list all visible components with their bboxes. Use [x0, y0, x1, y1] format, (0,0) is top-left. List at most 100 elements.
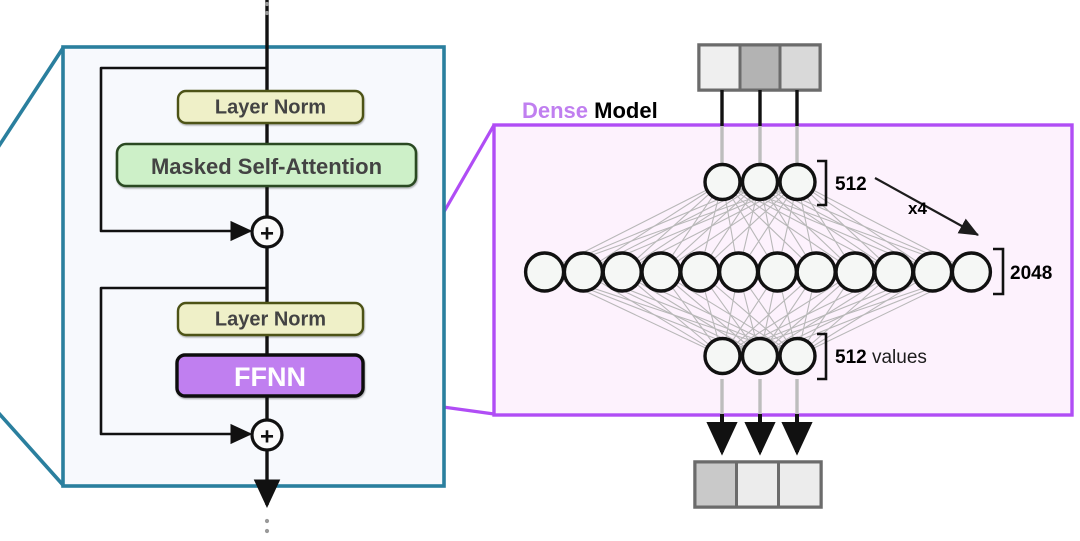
- ffnn-box[interactable]: [175, 353, 365, 398]
- teal-zoom-connectors: [0, 47, 65, 487]
- residual-add-1-circle[interactable]: [250, 215, 284, 249]
- dense-edge: [600, 188, 782, 266]
- output-token-strip: [693, 460, 823, 509]
- output-neuron: [778, 336, 817, 376]
- dense-edge: [638, 189, 783, 264]
- bracket-512-bottom-shape: [817, 332, 828, 381]
- size-label-values-suffix: values: [867, 347, 927, 368]
- hidden-neuron: [640, 251, 682, 293]
- layer-norm-2[interactable]: [176, 301, 365, 337]
- dense-edge: [748, 196, 789, 257]
- dense-edge: [725, 290, 736, 339]
- masked-self-attention[interactable]: [115, 142, 418, 188]
- expansion-arrow: [874, 177, 979, 236]
- input-leads: [720, 90, 799, 165]
- bracket-512-top-shape: [817, 159, 828, 207]
- dense-edge: [731, 287, 768, 342]
- dense-edge: [561, 188, 745, 266]
- teal-zoom-line-bottom: [0, 411, 65, 487]
- output-neuron: [703, 336, 742, 376]
- expansion-label: x4: [908, 199, 927, 218]
- layer-norm-1-box[interactable]: [176, 89, 365, 125]
- dense-edge: [671, 287, 713, 343]
- size-bracket-512-bottom: [817, 332, 828, 381]
- output-cell-2: [736, 463, 779, 506]
- dense-edge: [736, 281, 840, 348]
- hidden-neuron: [911, 251, 954, 293]
- size-bracket-512-top: [817, 159, 828, 207]
- input-neuron: [778, 162, 817, 202]
- output-cell-3: [778, 463, 820, 506]
- output-cell-1: [696, 463, 737, 506]
- masked-self-attention-box[interactable]: [115, 142, 418, 188]
- size-label-2048: 2048: [1010, 263, 1052, 284]
- layer-norm-1[interactable]: [176, 89, 365, 125]
- layer-norm-2-label: Layer Norm: [215, 309, 326, 331]
- hidden-neuron: [717, 251, 760, 293]
- residual-skip-path-1: [99, 66, 267, 242]
- hidden-layer: [523, 251, 993, 293]
- ellipsis-dot: [264, 528, 270, 534]
- dense-edge: [735, 284, 803, 345]
- ffnn[interactable]: [175, 353, 365, 398]
- size-label-512-top: 512: [835, 174, 867, 195]
- dense-model-title: Dense Model: [522, 98, 658, 123]
- size-bracket-2048: [993, 247, 1005, 296]
- dense-edge: [738, 277, 954, 351]
- layer-norm-2-box[interactable]: [176, 301, 365, 337]
- dense-model-title-plain: Model: [588, 98, 658, 123]
- layer-norm-1-label: Layer Norm: [215, 97, 326, 119]
- dense-edge: [806, 196, 846, 257]
- residual-add-2-symbol: +: [260, 424, 274, 451]
- dense-edge: [599, 281, 708, 348]
- input-cell-1: [700, 46, 740, 89]
- input-token-strip: [697, 43, 822, 92]
- residual-add-2[interactable]: +: [250, 418, 284, 452]
- ellipsis-dot: [264, 518, 270, 524]
- dense-edge: [676, 191, 784, 262]
- dense-edge: [561, 189, 708, 264]
- output-neuron: [740, 336, 780, 376]
- dense-edge: [704, 290, 719, 340]
- hidden-neuron: [834, 251, 876, 293]
- flow-ellipsis-top: [264, 1, 270, 16]
- hidden-neuron: [679, 251, 721, 293]
- dense-edge: [811, 191, 918, 262]
- input-neuron: [740, 162, 780, 202]
- dense-edges-upper: [561, 187, 955, 267]
- input-cell-3: [780, 46, 819, 89]
- hidden-neuron: [795, 251, 837, 293]
- dense-edge: [800, 199, 813, 254]
- ellipsis-dot: [264, 10, 270, 16]
- size-label-512-bottom: 512: [835, 347, 867, 368]
- hidden-neuron: [873, 251, 915, 293]
- hidden-neuron: [950, 251, 993, 293]
- size-label-512-values: 512 values: [835, 347, 927, 368]
- dense-edge: [562, 187, 782, 267]
- bracket-2048-shape: [993, 247, 1005, 296]
- output-projection-layer: [703, 336, 817, 376]
- dense-edge: [812, 189, 955, 264]
- residual-add-1[interactable]: +: [250, 215, 284, 249]
- ellipsis-dot: [264, 1, 270, 7]
- input-cell-2: [740, 46, 780, 89]
- expansion-annotation: x4: [874, 177, 979, 236]
- residual-add-2-circle[interactable]: [250, 418, 284, 452]
- dense-model-title-accent: Dense: [522, 98, 588, 123]
- dense-edge: [781, 198, 795, 254]
- output-leads: [706, 379, 813, 456]
- input-projection-layer: [703, 162, 817, 202]
- masked-self-attention-label: Masked Self-Attention: [151, 154, 382, 179]
- hidden-neuron: [756, 251, 799, 293]
- flow-ellipsis-bottom: [264, 518, 270, 534]
- dense-edge: [636, 283, 710, 346]
- output-token-strip-outline: [693, 460, 823, 509]
- hidden-neuron: [601, 251, 643, 293]
- ffnn-label: FFNN: [234, 362, 306, 392]
- dense-edge: [713, 193, 786, 260]
- hidden-neuron: [562, 251, 605, 293]
- residual-skip-path-2: [99, 286, 267, 445]
- teal-zoom-line-top: [0, 47, 65, 148]
